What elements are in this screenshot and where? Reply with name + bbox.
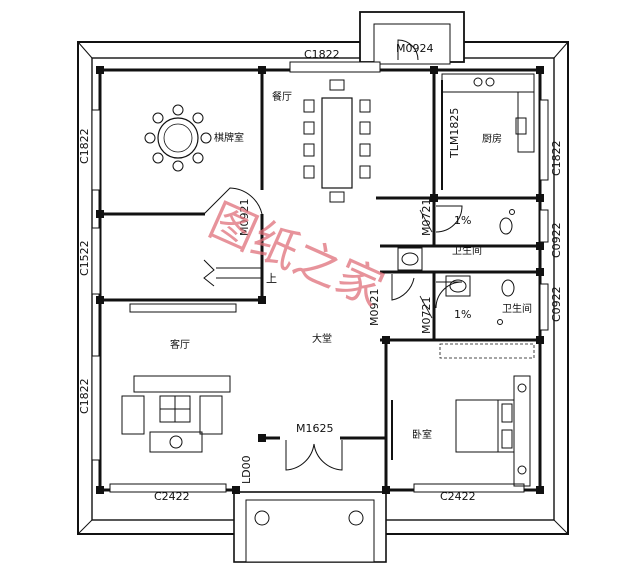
label-c2422-bottom-left: C2422 [154, 490, 190, 503]
label-c1522-left: C1522 [78, 240, 91, 276]
label-c0922-right1: C0922 [550, 222, 563, 258]
room-label-kitchen: 厨房 [482, 132, 502, 145]
windows [91, 61, 549, 493]
label-tlm1825: TLM1825 [448, 108, 461, 159]
dining-table [303, 79, 371, 203]
label-c1822-right: C1822 [550, 140, 563, 176]
chess-table [144, 104, 212, 172]
columns [96, 66, 544, 494]
tv-cabinet [129, 303, 237, 313]
doors [203, 39, 463, 471]
dash-lines [419, 209, 535, 359]
sofa-set [121, 375, 231, 453]
label-m1625: M1625 [296, 422, 334, 435]
stairs-up-mark: 上 [266, 272, 277, 285]
bathroom-fixtures [397, 209, 515, 325]
room-label-hall: 大堂 [312, 332, 332, 345]
label-m0721-1: M0721 [420, 199, 433, 237]
label-ld00: LD00 [240, 455, 253, 484]
outer-walls [77, 11, 569, 563]
slope-mark-1: 1% [454, 214, 471, 227]
label-c1822-left-top: C1822 [78, 128, 91, 164]
room-label-bath1: 卫生间 [452, 244, 482, 257]
room-label-bedroom: 卧室 [412, 428, 432, 441]
label-m0924-top: M0924 [396, 42, 434, 55]
porch-planters [254, 510, 364, 526]
bed [455, 375, 531, 487]
label-c1822-left-bottom: C1822 [78, 378, 91, 414]
label-c1822-top: C1822 [304, 48, 340, 61]
room-label-living: 客厅 [170, 338, 190, 351]
slope-mark-2: 1% [454, 308, 471, 321]
room-label-dining: 餐厅 [272, 90, 292, 103]
label-c2422-bottom-right: C2422 [440, 490, 476, 503]
room-label-bath2: 卫生间 [502, 302, 532, 315]
stairs [203, 259, 262, 287]
label-m0721-2: M0721 [420, 297, 433, 335]
kitchen-counter [441, 73, 535, 153]
watermark-text: 图纸之家 [202, 193, 392, 317]
room-label-chess: 棋牌室 [214, 131, 244, 144]
label-m0921-left: M0921 [238, 199, 251, 237]
label-c0922-right2: C0922 [550, 286, 563, 322]
label-m0921-mid: M0921 [368, 289, 381, 327]
